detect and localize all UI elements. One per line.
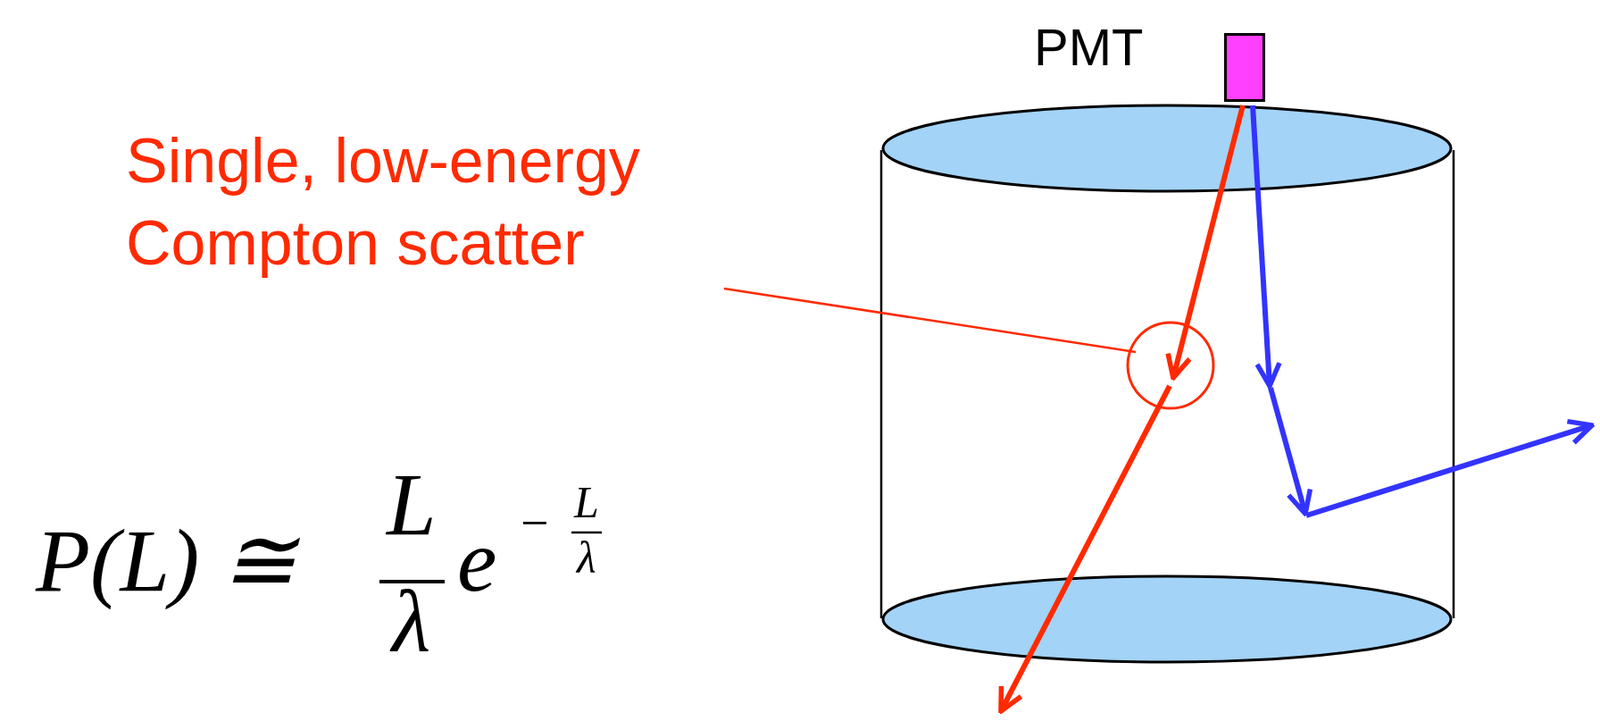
formula-term: P(L) ≅ (35, 516, 297, 606)
pmt-box (1224, 33, 1266, 102)
pmt-node: PMT (1031, 17, 1273, 106)
cylinder-top (883, 105, 1451, 192)
formula-numerator: L (386, 459, 437, 550)
cylinder-side (1452, 150, 1456, 618)
formula-exp-base: e (457, 516, 497, 606)
gamma-track (1000, 385, 1170, 711)
fraction-bar (571, 531, 602, 534)
formula-exp-denominator: λ (576, 534, 597, 580)
formula-minus: − (520, 497, 550, 548)
formula-denominator: λ (391, 576, 431, 667)
callout-text: Single, low-energy Compton scatter (125, 119, 769, 284)
cylinder-side (880, 150, 884, 618)
photon-track (1306, 425, 1592, 516)
cylinder-bottom (883, 575, 1451, 662)
formula-exp-numerator: L (574, 479, 600, 525)
photon-track (1252, 105, 1270, 386)
scatter-circle (1127, 322, 1214, 409)
gamma-track (1173, 105, 1243, 378)
leader-line (724, 288, 1136, 352)
photon-track (1270, 387, 1306, 514)
node-label: PMT (1033, 21, 1143, 74)
